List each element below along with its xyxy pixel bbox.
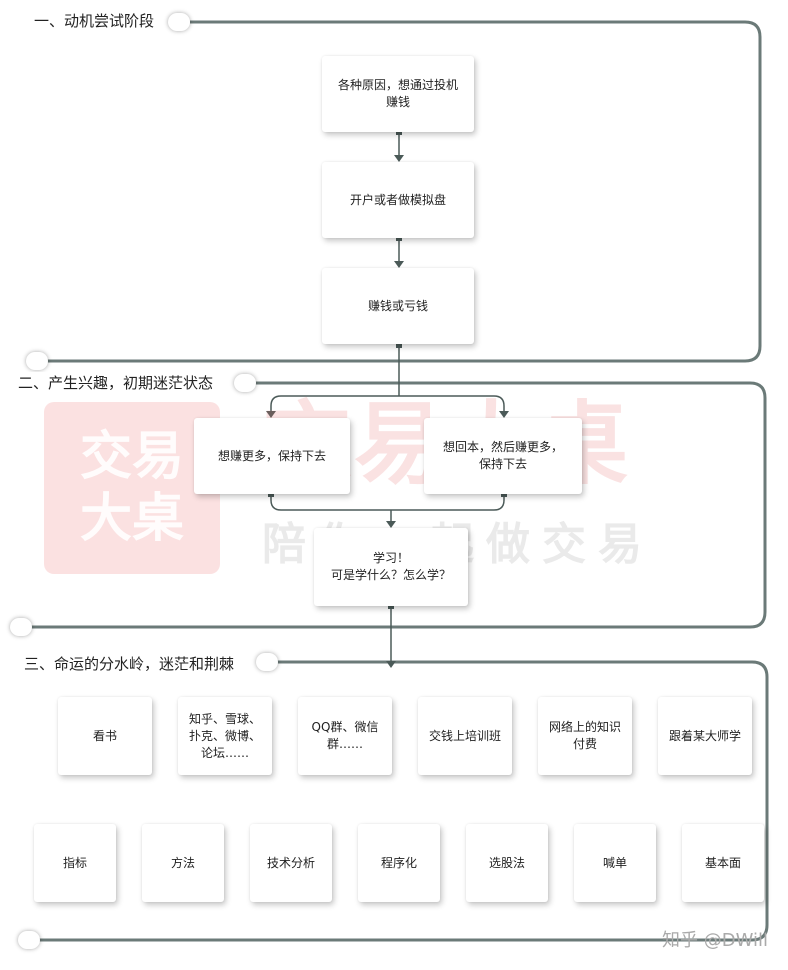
handle xyxy=(268,491,274,497)
arrowhead xyxy=(386,661,396,668)
section-2-frame xyxy=(25,381,767,629)
node-motive[interactable]: 各种原因，想通过投机 赚钱 xyxy=(322,56,474,132)
edge-branch-left xyxy=(270,395,399,414)
section-1-end-pill xyxy=(26,352,48,370)
node-source-groups[interactable]: QQ群、微信 群…… xyxy=(298,697,392,775)
node-method-indicators[interactable]: 指标 xyxy=(34,824,116,902)
credit-text: 知乎 @DWill xyxy=(662,930,768,951)
section-3-frame xyxy=(35,660,769,942)
section-title-1: 一、动机尝试阶段 xyxy=(28,10,161,32)
section-2-start-pill xyxy=(234,374,256,392)
edge-left-merge xyxy=(270,494,391,511)
node-win-lose[interactable]: 赚钱或亏钱 xyxy=(322,268,474,344)
node-open-account[interactable]: 开户或者做模拟盘 xyxy=(322,162,474,238)
handle xyxy=(396,342,402,348)
section-3-end-pill xyxy=(18,931,40,949)
section-1-frame xyxy=(45,20,762,363)
node-source-books[interactable]: 看书 xyxy=(58,697,152,775)
node-method-methods[interactable]: 方法 xyxy=(142,824,224,902)
node-method-call-orders[interactable]: 喊单 xyxy=(574,824,656,902)
node-source-paid-knowledge[interactable]: 网络上的知识 付费 xyxy=(538,697,632,775)
arrowhead xyxy=(394,155,404,162)
arrowhead xyxy=(386,521,396,528)
handle xyxy=(396,129,402,135)
handle xyxy=(396,235,402,241)
edge-right-merge xyxy=(391,494,505,511)
section-1-start-pill xyxy=(168,13,190,31)
section-title-2: 二、产生兴趣，初期迷茫状态 xyxy=(12,372,220,394)
node-earn-more[interactable]: 想赚更多，保持下去 xyxy=(194,418,350,494)
node-study[interactable]: 学习！ 可是学什么？怎么学？ xyxy=(314,528,468,606)
node-method-fundamentals[interactable]: 基本面 xyxy=(682,824,764,902)
arrowhead xyxy=(266,411,276,418)
section-3-start-pill xyxy=(256,653,278,671)
section-2-end-pill xyxy=(10,618,32,636)
arrowhead xyxy=(499,411,509,418)
node-source-forums[interactable]: 知乎、雪球、 扑克、微博、 论坛…… xyxy=(178,697,272,775)
section-title-3: 三、命运的分水岭，迷茫和荆棘 xyxy=(18,653,241,675)
node-method-stock-picking[interactable]: 选股法 xyxy=(466,824,548,902)
edge-branch-right xyxy=(399,395,505,414)
arrowhead xyxy=(394,261,404,268)
node-source-training[interactable]: 交钱上培训班 xyxy=(418,697,512,775)
handle xyxy=(501,491,507,497)
node-source-master[interactable]: 跟着某大师学 xyxy=(658,697,752,775)
node-method-technical[interactable]: 技术分析 xyxy=(250,824,332,902)
node-method-programmatic[interactable]: 程序化 xyxy=(358,824,440,902)
node-recover[interactable]: 想回本，然后赚更多， 保持下去 xyxy=(424,418,582,494)
handle xyxy=(388,603,394,609)
